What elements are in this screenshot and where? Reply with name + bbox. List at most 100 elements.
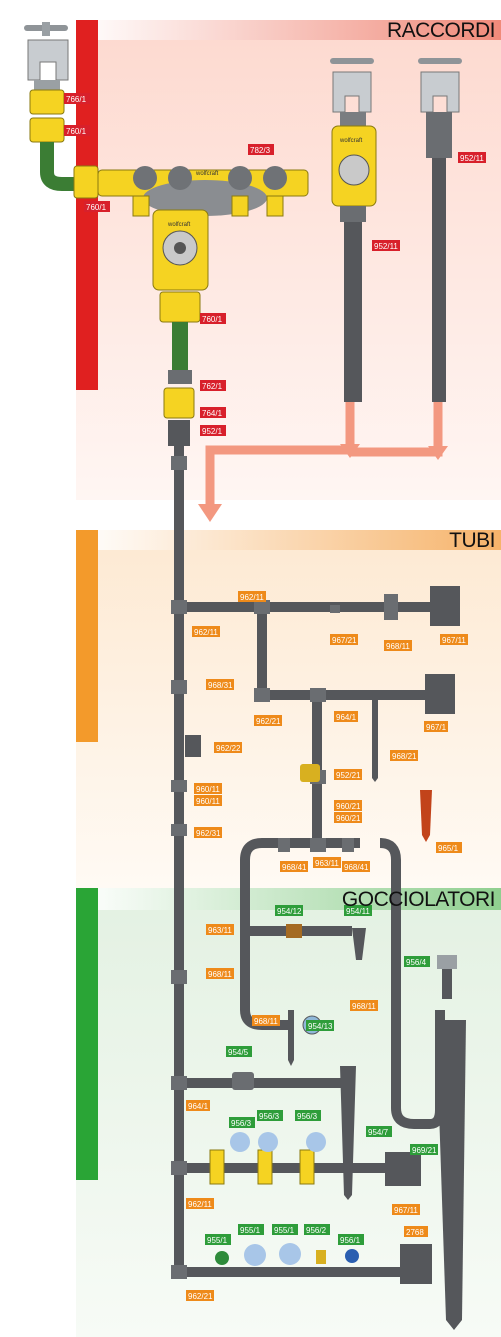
svg-text:968/41: 968/41 [344, 863, 369, 872]
svg-text:956/3: 956/3 [259, 1112, 280, 1121]
tee-962-31 [171, 824, 187, 836]
gocciolatori-side-bar [76, 888, 98, 1180]
svg-text:954/12: 954/12 [277, 907, 302, 916]
label-968-11-b: 968/11 [206, 968, 234, 979]
tee-963-11 [310, 838, 326, 852]
dripper-965-1 [420, 790, 432, 842]
svg-text:955/1: 955/1 [207, 1236, 228, 1245]
clip-968-41-b [342, 838, 354, 852]
label-955-1-c: 955/1 [272, 1224, 298, 1235]
svg-text:967/1: 967/1 [426, 723, 447, 732]
tee-962-21-low [171, 1265, 187, 1279]
svg-text:968/21: 968/21 [392, 752, 417, 761]
label-764-1: 764/1 [200, 407, 226, 418]
connector-764-1 [163, 387, 195, 419]
tee-964-1 [171, 1076, 187, 1090]
label-956-3-b: 956/3 [257, 1110, 283, 1121]
svg-text:954/7: 954/7 [368, 1128, 389, 1137]
tee-964-1-branch [310, 688, 326, 702]
tubi-side-bar [76, 530, 98, 742]
valve-962-22 [185, 735, 201, 757]
svg-text:954/5: 954/5 [228, 1048, 249, 1057]
svg-text:762/1: 762/1 [202, 382, 223, 391]
label-952-21: 952/21 [334, 769, 362, 780]
section-title-gocciolatori: GOCCIOLATORI [341, 888, 496, 911]
label-956-3-a: 956/3 [229, 1117, 255, 1128]
label-956-4: 956/4 [404, 956, 430, 967]
label-2768: 2768 [404, 1226, 428, 1237]
svg-text:962/11: 962/11 [240, 593, 264, 602]
label-968-31: 968/31 [206, 679, 234, 690]
timer-brand-right: wolfcraft [339, 138, 363, 144]
svg-text:956/3: 956/3 [231, 1119, 252, 1128]
label-954-5: 954/5 [226, 1046, 252, 1057]
svg-text:952/1: 952/1 [202, 427, 223, 436]
svg-text:968/41: 968/41 [282, 863, 307, 872]
svg-text:967/21: 967/21 [332, 636, 357, 645]
svg-text:965/1: 965/1 [438, 844, 459, 853]
timer-brand-center: wolfcraft [167, 222, 191, 228]
label-760-1-b: 760/1 [84, 201, 110, 212]
label-766-1: 766/1 [64, 93, 90, 104]
svg-text:962/11: 962/11 [188, 1200, 212, 1209]
label-962-11-c: 962/11 [186, 1198, 214, 1209]
svg-text:960/21: 960/21 [336, 814, 361, 823]
svg-text:952/11: 952/11 [460, 154, 484, 163]
svg-text:962/31: 962/31 [196, 829, 221, 838]
valve-952-21 [300, 764, 320, 782]
sprinkler-956-4 [436, 955, 466, 1330]
label-967-11-a: 967/11 [440, 634, 468, 645]
label-955-1-b: 955/1 [238, 1224, 264, 1235]
label-962-31: 962/31 [194, 827, 222, 838]
label-954-7: 954/7 [366, 1126, 392, 1137]
label-955-1-a: 955/1 [205, 1234, 231, 1245]
dripper-954-5 [232, 1072, 254, 1090]
label-960-11-a: 960/11 [194, 783, 222, 794]
connector-760-1-side [73, 165, 99, 199]
svg-text:956/3: 956/3 [297, 1112, 318, 1121]
tubi-header-bar [76, 530, 501, 550]
connector-952-1 [168, 420, 190, 446]
svg-text:968/11: 968/11 [254, 1017, 278, 1026]
label-952-11-right: 952/11 [458, 152, 486, 163]
label-760-1-a: 760/1 [64, 125, 90, 136]
end-cap-967-11-low [385, 1152, 421, 1186]
svg-text:782/3: 782/3 [250, 146, 271, 155]
label-952-1: 952/1 [200, 425, 226, 436]
label-962-11-side: 962/11 [192, 626, 220, 637]
label-962-22: 962/22 [214, 742, 242, 753]
svg-text:956/4: 956/4 [406, 958, 427, 967]
label-760-1-center: 760/1 [200, 313, 226, 324]
svg-text:968/31: 968/31 [208, 681, 233, 690]
label-762-1: 762/1 [200, 380, 226, 391]
svg-text:960/11: 960/11 [196, 797, 220, 806]
svg-text:760/1: 760/1 [86, 203, 107, 212]
label-962-21-b: 962/21 [186, 1290, 214, 1301]
svg-text:760/1: 760/1 [66, 127, 87, 136]
tee-962-11 [171, 600, 187, 614]
svg-text:955/1: 955/1 [274, 1226, 295, 1235]
svg-text:960/21: 960/21 [336, 802, 361, 811]
svg-text:956/2: 956/2 [306, 1226, 327, 1235]
label-962-11-top: 962/11 [238, 591, 266, 602]
pipe-952-11-right [432, 158, 446, 402]
svg-text:964/1: 964/1 [336, 713, 357, 722]
label-968-11-a: 968/11 [384, 640, 412, 651]
label-956-2: 956/2 [304, 1224, 330, 1235]
label-963-11-a: 963/11 [313, 857, 341, 868]
elbow-962-21 [254, 688, 270, 702]
tee-962-11-low [171, 1161, 187, 1175]
loop-upper [240, 838, 360, 895]
four-way-manifold-782-3 [97, 166, 309, 217]
svg-text:766/1: 766/1 [66, 95, 87, 104]
svg-text:960/11: 960/11 [196, 785, 220, 794]
svg-text:954/13: 954/13 [308, 1022, 333, 1031]
clip-968-41-a [278, 838, 290, 852]
tee-962-11-branch [254, 600, 270, 614]
water-timer-center [152, 209, 209, 291]
svg-text:967/11: 967/11 [442, 636, 466, 645]
label-962-21-a: 962/21 [254, 715, 282, 726]
label-969-21: 969/21 [410, 1144, 438, 1155]
label-960-11-b: 960/11 [194, 795, 222, 806]
